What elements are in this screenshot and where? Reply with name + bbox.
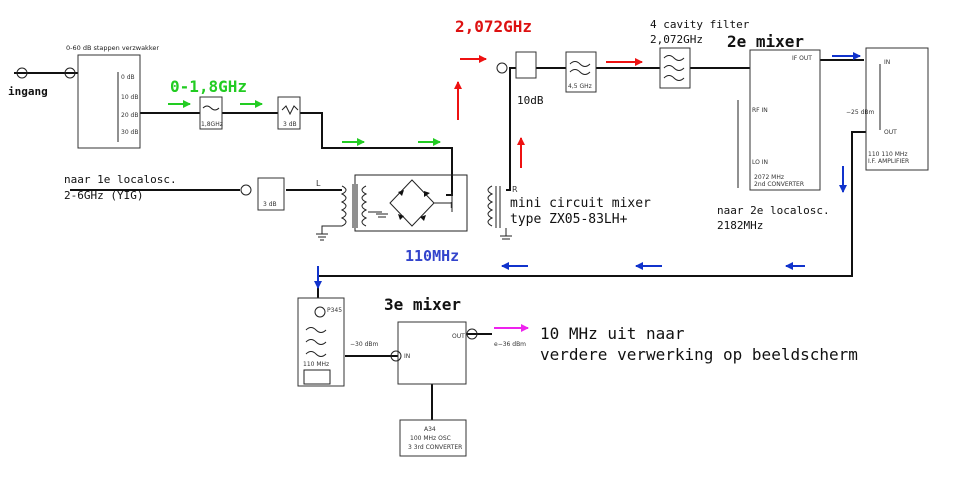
a34-label-3: 3 3rd CONVERTER [408,444,462,451]
bandpass-4-5ghz: 4,5 GHz [565,51,597,93]
port-l: L [316,179,321,188]
freq-2072-label: 2,072GHz [455,17,532,36]
attenuator-pad: 3 dB [277,96,301,130]
lpf-label: 1,8GHz [201,121,223,128]
conv-label-2: 2nd CONVERTER [754,181,804,188]
pad-label: 3 dB [283,121,297,128]
amp-out-label: OUT [884,129,897,136]
cavity-filter [659,47,691,89]
mixer3-in-label: IN [404,353,410,360]
blue-arrows [314,52,861,289]
ingang-label: ingang [8,85,48,98]
if110-label: 110MHz [405,247,459,265]
lo1-label-2: 2-6GHz (YIG) [64,189,143,202]
a34-label-1: A34 [424,426,436,433]
mixer-2-converter: IF OUT RF IN LO IN 2072 MHz 2nd CONVERTE… [737,49,821,191]
atten-step-0: 0 dB [121,74,135,81]
if-out-label: IF OUT [792,55,812,62]
atten-step-10: 10 dB [121,94,138,101]
red-arrows [454,55,643,168]
cavity-label-2: 2,072GHz [650,33,703,46]
port-r: R [512,185,518,194]
output-label-2: verdere verwerking op beeldscherm [540,345,858,364]
mixer-3-box: IN OUT e−36 dBm [390,321,526,385]
atten-title: 0-60 dB stappen verzwakker [66,44,159,52]
amp-10db-label: 10dB [517,94,544,107]
lo1-pad: 3 dB L [240,177,321,211]
low-pass-filter: 1,8GHz [199,96,223,130]
atten-step-30: 30 dB [121,129,138,136]
level-36dbm: e−36 dBm [494,341,526,348]
level-25dbm: −25 dBm [846,109,874,116]
output-label-1: 10 MHz uit naar [540,324,685,343]
conv-label-1: 2072 MHz [754,174,784,181]
bpf45-label: 4,5 GHz [568,83,592,90]
port-i: I [450,201,452,210]
mixer3-label: 3e mixer [384,295,461,314]
mixer3-out-label: OUT [452,333,465,340]
mixer2-label: 2e mixer [727,32,804,51]
amp-10db [496,51,537,79]
amp-label-1: 110 110 MHz [868,151,908,158]
lo1-pad-label: 3 dB [263,201,277,208]
cavity-label-1: 4 cavity filter [650,18,750,31]
mini-circuit-mixer: I R [316,174,518,241]
lo1-label-1: naar 1e localosc. [64,173,177,186]
a34-oscillator: A34 100 MHz OSC 3 3rd CONVERTER [399,419,467,457]
green-arrows [168,100,441,146]
lo-in-label: LO IN [752,159,768,166]
mixer1-label-1: mini circuit mixer [510,196,651,211]
atten-step-20: 20 dB [121,112,138,119]
lo2-label-1: naar 2e localosc. [717,204,830,217]
bpf110-label: 110 MHz [303,361,329,368]
step-attenuator: 0 dB 10 dB 20 dB 30 dB [16,54,141,149]
if-amplifier: IN OUT −25 dBm 110 110 MHz I.F. AMPLIFIE… [846,47,929,171]
level-30dbm: −30 dBm [350,341,378,348]
amp-in-label: IN [884,59,890,66]
rf-in-label: RF IN [752,107,768,114]
bandpass-110mhz: P345 110 MHz −30 dBm [297,297,378,387]
lo2-label-2: 2182MHz [717,219,763,232]
band-label: 0-1,8GHz [170,77,247,96]
amp-label-2: I.F. AMPLIFIER [868,158,909,165]
a34-label-2: 100 MHz OSC [410,435,451,442]
p345-label: P345 [327,307,342,314]
mixer1-label-2: type ZX05-83LH+ [510,212,628,227]
